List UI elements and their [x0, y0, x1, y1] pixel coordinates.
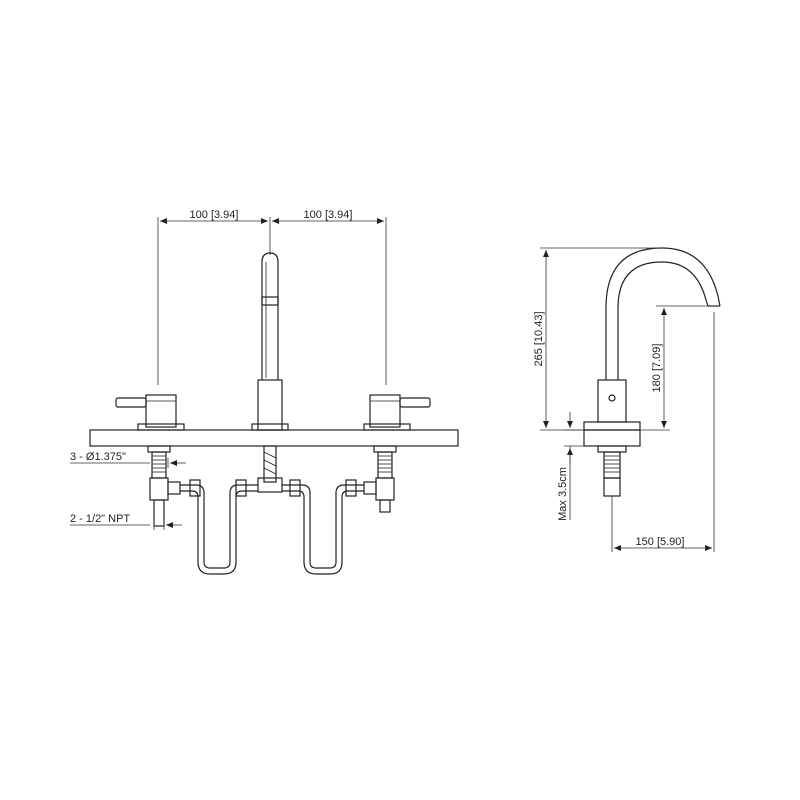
front-view: 100 [3.94] 100 [3.94]	[70, 209, 459, 575]
dim-label-left: 100 [3.94]	[190, 209, 239, 221]
side-view: 265 [10.43] 180 [7.09] Max 3.5cm 150 [5.…	[533, 247, 721, 552]
side-deck	[583, 429, 641, 447]
height-total-label: 265 [10.43]	[533, 311, 545, 366]
npt-label: 2 - 1/2" NPT	[70, 513, 130, 525]
left-shank	[147, 445, 181, 527]
center-spout	[251, 252, 289, 431]
dim-label-right: 100 [3.94]	[304, 209, 353, 221]
gooseneck-spout	[605, 247, 721, 380]
supply-hoses	[180, 479, 364, 575]
height-spout-label: 180 [7.09]	[651, 344, 663, 393]
side-base	[583, 421, 641, 431]
hole-label: 3 - Ø1.375"	[70, 451, 126, 463]
center-shank	[257, 445, 283, 493]
right-handle	[363, 394, 431, 431]
npt-callout: 2 - 1/2" NPT	[70, 513, 182, 530]
hole-diameter-callout: 3 - Ø1.375"	[70, 451, 186, 468]
deck-plate	[89, 429, 459, 447]
max-deck-label: Max 3.5cm	[557, 467, 569, 521]
left-handle	[115, 394, 185, 431]
right-shank	[363, 445, 397, 513]
reach-label: 150 [5.90]	[636, 536, 685, 548]
side-shank	[597, 445, 627, 497]
